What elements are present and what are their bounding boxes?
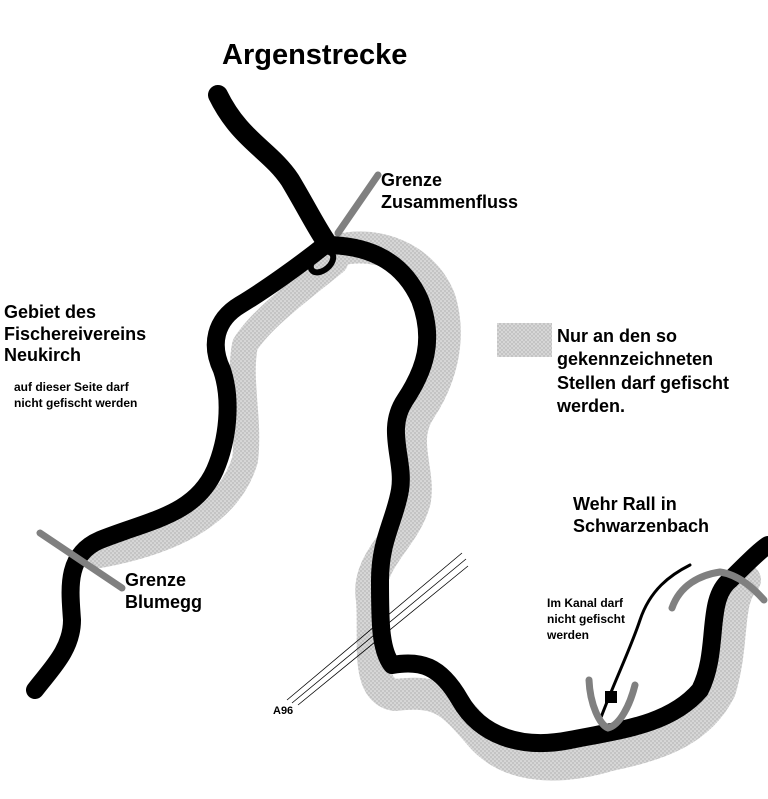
border-blumegg [36,529,126,592]
label-grenze-blumegg: Grenze Blumegg [125,570,202,613]
label-road-a96: A96 [273,705,294,717]
fishing-zone-left [87,249,348,568]
label-line: auf dieser Seite darf [14,380,129,394]
label-gebiet-note: auf dieser Seite darf nicht gefischt wer… [14,379,137,411]
label-grenze-zusammenfluss: Grenze Zusammenfluss [381,170,518,213]
label-line: nicht gefischt werden [14,396,138,411]
label-line: Gebiet des [4,302,97,322]
legend-line: werden. [557,396,626,417]
label-line: nicht gefischt [547,612,626,627]
label-kanal-note: Im Kanal darf nicht gefischt werden [547,595,625,644]
label-line: Blumegg [125,591,203,612]
borders [36,171,768,732]
border-zusammenfluss [334,171,382,237]
legend-swatch [497,323,552,357]
fishing-zone-right [322,231,761,781]
label-line: Grenze [125,570,187,590]
label-gebiet: Gebiet des Fischereivereins Neukirch [4,302,146,367]
label-line: Zusammenfluss [381,191,519,212]
border-wehr-upper [668,568,768,612]
legend-line: Nur an den so [557,326,678,346]
legend-line: gekennzeichneten [557,349,714,370]
label-line: werden [547,628,590,643]
label-line: Schwarzenbach [573,515,710,536]
label-line: Fischereivereins [4,323,147,344]
border-wehr-lower [585,676,639,732]
label-line: Wehr Rall in [573,494,677,514]
label-wehr-rall: Wehr Rall in Schwarzenbach [573,494,709,537]
legend-text: Nur an den so gekennzeichneten Stellen d… [557,325,729,419]
label-line: Im Kanal darf [547,596,624,610]
map-title: Argenstrecke [222,39,408,71]
river [26,85,768,752]
label-line: Grenze [381,170,443,190]
label-line: Neukirch [4,345,82,366]
legend-line: Stellen darf gefischt [557,372,730,393]
